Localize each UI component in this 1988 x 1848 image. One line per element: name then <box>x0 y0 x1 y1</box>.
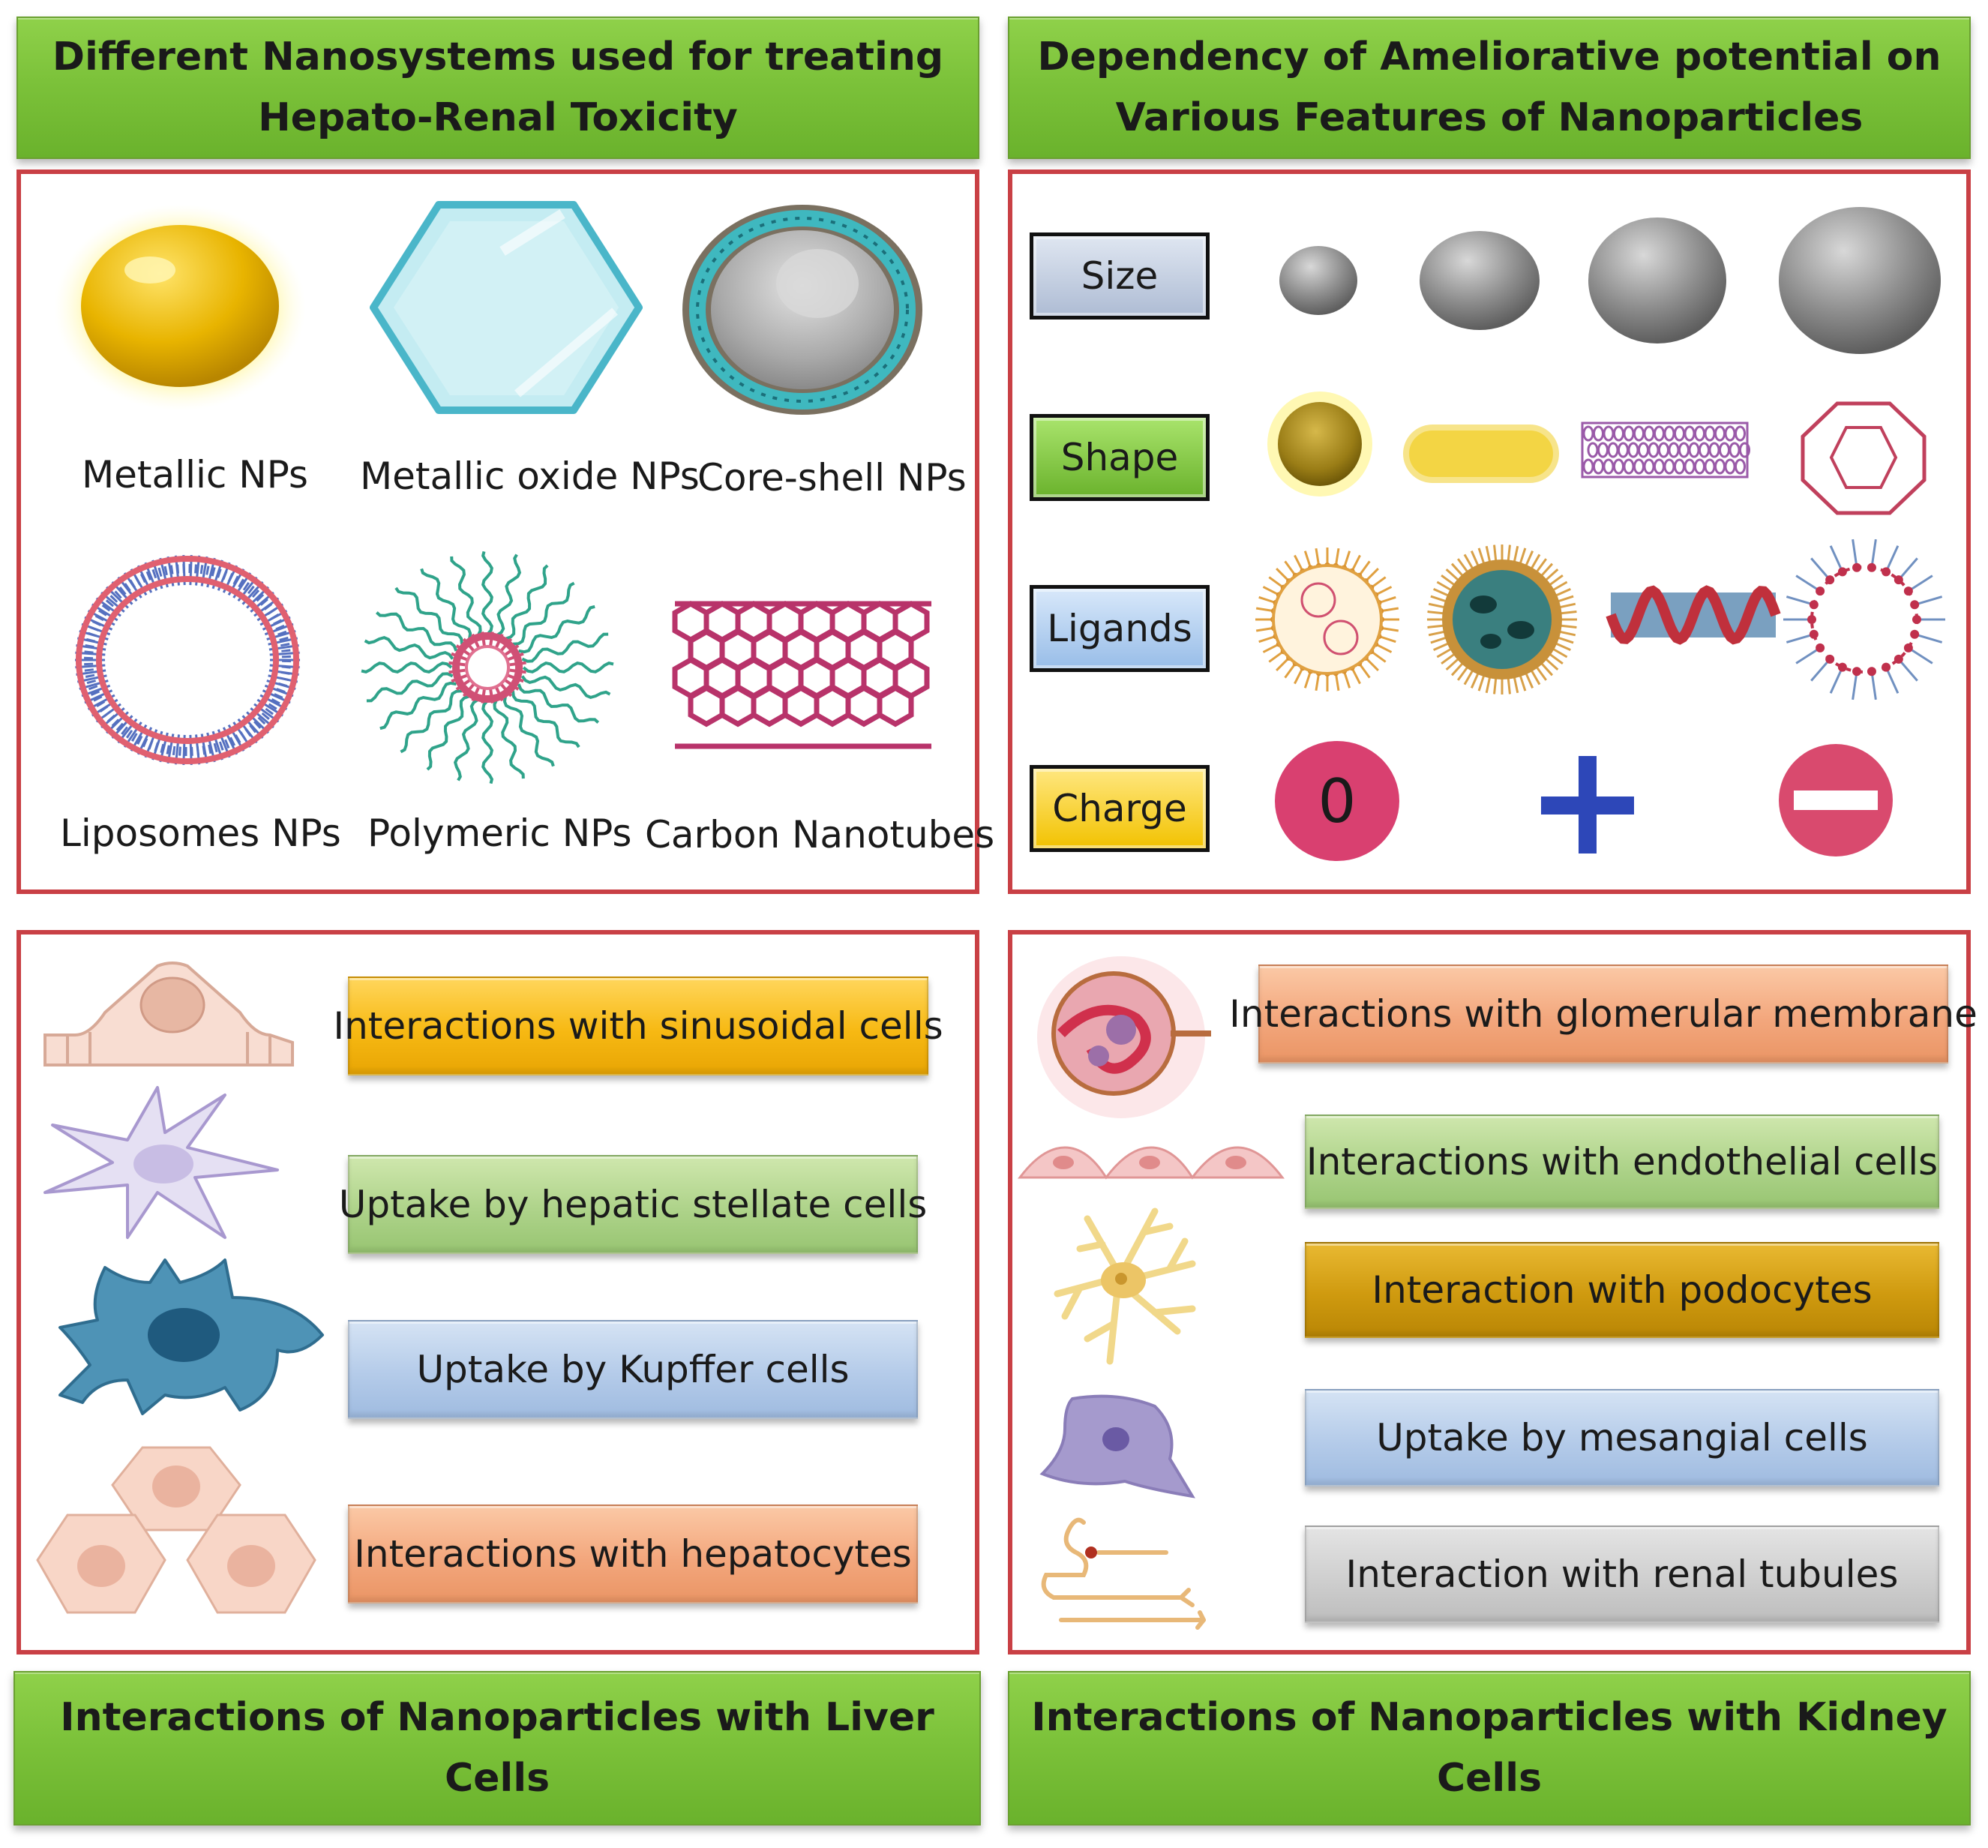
renal-tubule-icon <box>1041 1517 1206 1630</box>
nanosystem-label: Core-shell NPs <box>697 456 967 500</box>
shape-variants-icon <box>1267 392 1927 515</box>
banner-features: Dependency of Ameliorative potential on … <box>1008 16 1971 159</box>
banner-features-line2: Various Features of Nanoparticles <box>1115 95 1864 140</box>
banner-nanosystems: Different Nanosystems used for treating … <box>16 16 979 159</box>
glomerulus-icon <box>1037 956 1211 1118</box>
banner-nanosystems-line2: Hepato-Renal Toxicity <box>258 95 738 140</box>
stellate-cell-icon <box>43 1086 279 1239</box>
plus-icon <box>1541 756 1634 854</box>
banner-features-line1: Dependency of Ameliorative potential on <box>1037 34 1942 80</box>
polymeric-micelle-icon <box>361 550 614 784</box>
nanosystem-label: Metallic oxide NPs <box>360 454 700 498</box>
core-shell-icon <box>682 205 922 415</box>
feature-charge-label: Charge <box>1030 765 1210 852</box>
liver-interaction-bar: Uptake by hepatic stellate cells <box>339 1155 927 1254</box>
banner-liver: Interactions of Nanoparticles with Liver… <box>13 1671 981 1826</box>
podocyte-icon <box>1054 1208 1196 1365</box>
kidney-interaction-bar: Interactions with endothelial cells <box>1305 1114 1939 1209</box>
kidney-interaction-bar: Interaction with renal tubules <box>1305 1526 1939 1623</box>
kupffer-cell-icon <box>58 1258 324 1415</box>
liver-interaction-bar: Interactions with hepatocytes <box>348 1504 918 1604</box>
charge-neutral-circle: 0 <box>1275 741 1399 861</box>
charge-neutral-label: 0 <box>1318 766 1357 836</box>
sinusoidal-cell-icon <box>43 962 294 1066</box>
nanosystem-label: Metallic NPs <box>82 453 308 496</box>
kidney-interaction-bar: Uptake by mesangial cells <box>1305 1389 1939 1486</box>
hexagon-crystal-icon <box>370 201 643 414</box>
nanosystem-label: Carbon Nanotubes <box>645 813 995 856</box>
banner-nanosystems-line1: Different Nanosystems used for treating <box>52 34 944 80</box>
banner-kidney: Interactions of Nanoparticles with Kidne… <box>1008 1671 1971 1826</box>
liposome-icon <box>75 555 300 765</box>
banner-kidney-text: Interactions of Nanoparticles with Kidne… <box>1031 1695 1948 1801</box>
mesangial-cell-icon <box>1039 1394 1195 1498</box>
liver-interaction-bar: Interactions with sinusoidal cells <box>333 976 943 1076</box>
feature-shape-label: Shape <box>1030 414 1210 501</box>
minus-icon <box>1779 744 1893 856</box>
ligand-variants-icon <box>1255 538 1945 700</box>
kidney-interaction-bar: Interaction with podocytes <box>1305 1242 1939 1338</box>
kidney-interaction-bar: Interactions with glomerular membrane <box>1229 964 1978 1064</box>
banner-liver-text: Interactions of Nanoparticles with Liver… <box>60 1695 934 1801</box>
feature-ligands-label: Ligands <box>1030 585 1210 672</box>
nanosystem-label: Polymeric NPs <box>367 812 632 855</box>
carbon-nanotube-icon <box>672 600 931 749</box>
size-spheres-icon <box>1279 207 1941 354</box>
hepatocytes-icon <box>36 1446 316 1614</box>
nanosystem-label: Liposomes NPs <box>60 812 341 855</box>
liver-interaction-bar: Uptake by Kupffer cells <box>348 1320 918 1419</box>
endothelial-cells-icon <box>1017 1146 1285 1180</box>
feature-size-label: Size <box>1030 232 1210 320</box>
gold-sphere-icon <box>54 204 306 411</box>
